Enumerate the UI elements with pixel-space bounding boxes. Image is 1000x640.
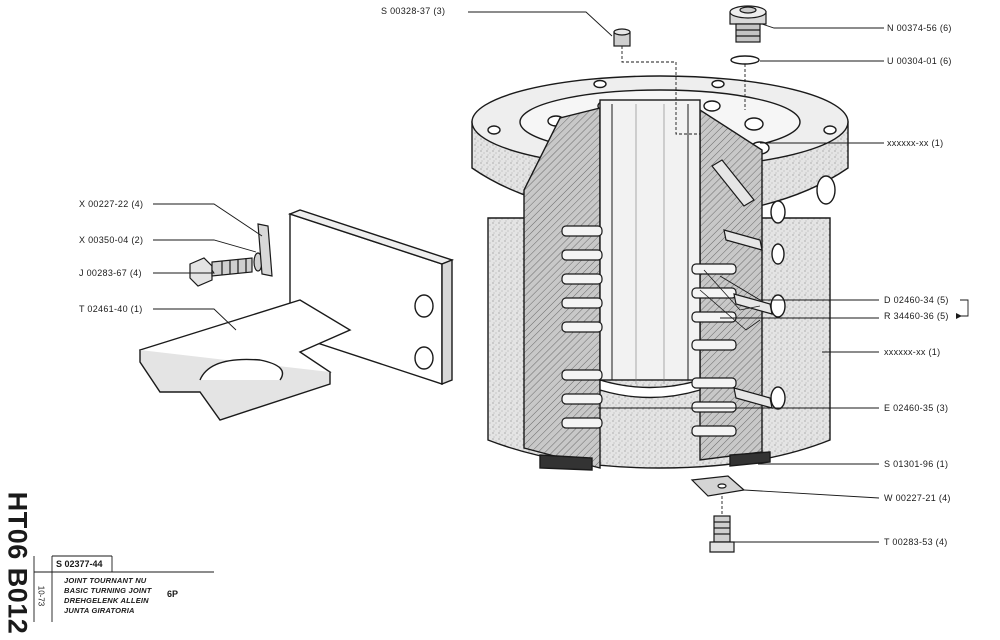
callout-t02461: T 02461-40 (1) xyxy=(79,304,143,314)
part-name-es: JUNTA GIRATORIA xyxy=(64,606,135,615)
bracket-bolt xyxy=(189,257,253,287)
page-number: 6P xyxy=(167,589,179,599)
bottom-bolt xyxy=(709,515,735,553)
turning-joint-body xyxy=(471,75,849,471)
callout-n00374: N 00374-56 (6) xyxy=(887,23,952,33)
callout-xxmid: xxxxxx-xx (1) xyxy=(884,347,941,357)
leader-arrowheads xyxy=(956,313,962,319)
part-code: S 02377-44 xyxy=(56,559,103,569)
seal-rings-right xyxy=(691,263,737,437)
plug-screw xyxy=(729,5,767,43)
part-name-de: DREHGELENK ALLEIN xyxy=(64,596,149,605)
leader-lines xyxy=(33,11,969,622)
callout-j00283: J 00283-67 (4) xyxy=(79,268,142,278)
bottom-washer xyxy=(690,475,746,497)
callout-u00304: U 00304-01 (6) xyxy=(887,56,952,66)
mounting-bracket xyxy=(138,209,455,421)
callout-s01301: S 01301-96 (1) xyxy=(884,459,949,469)
sheet-code: HT06 B012 xyxy=(2,491,33,635)
callout-s00328: S 00328-37 (3) xyxy=(381,6,446,16)
part-name-en: BASIC TURNING JOINT xyxy=(64,586,152,595)
set-screw xyxy=(613,28,631,47)
seal-rings-left xyxy=(561,225,603,429)
callout-x00227: X 00227-22 (4) xyxy=(79,199,144,209)
callout-x00350: X 00350-04 (2) xyxy=(79,235,144,245)
callout-t00283: T 00283-53 (4) xyxy=(884,537,948,547)
part-name-fr: JOINT TOURNANT NU xyxy=(64,576,147,585)
callout-w00227: W 00227-21 (4) xyxy=(884,493,951,503)
callout-d02460: D 02460-34 (5) xyxy=(884,295,949,305)
washer-ring xyxy=(730,55,760,65)
sheet-date: 10-73 xyxy=(36,585,46,607)
callout-e02460: E 02460-35 (3) xyxy=(884,403,949,413)
callout-xxtop: xxxxxx-xx (1) xyxy=(887,138,944,148)
callout-r34460: R 34460-36 (5) xyxy=(884,311,949,321)
internal-ports xyxy=(699,159,773,409)
clamp-plate xyxy=(257,223,273,277)
